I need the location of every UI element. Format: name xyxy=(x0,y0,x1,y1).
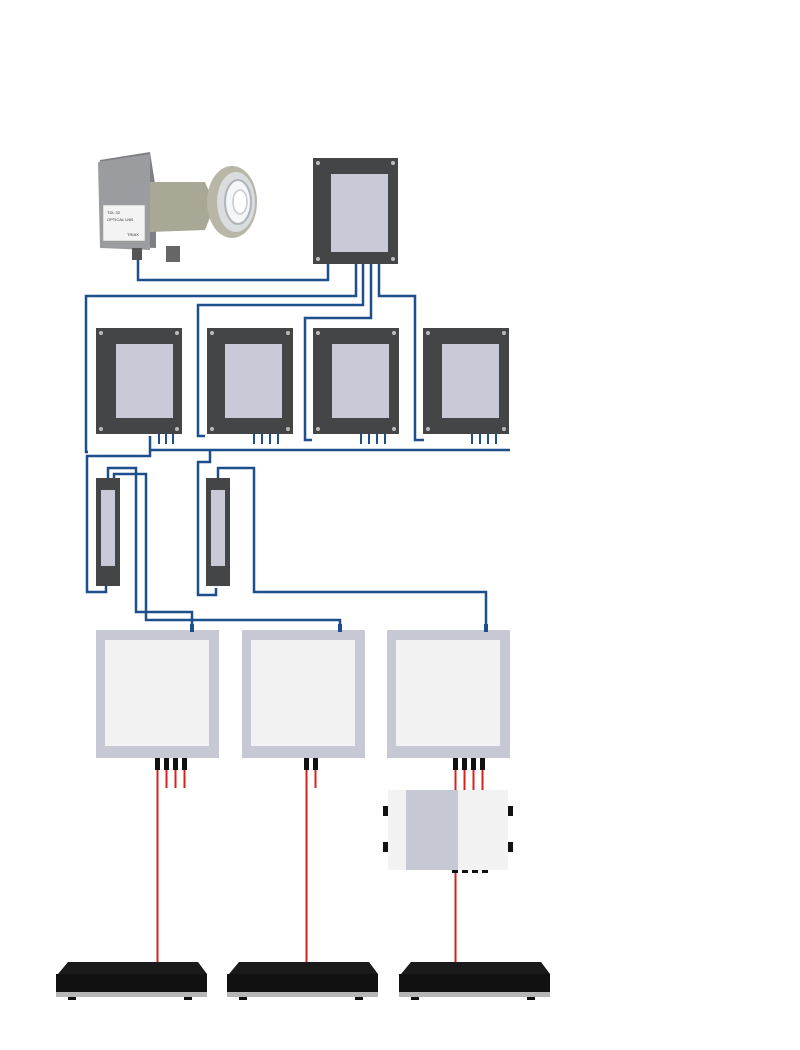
optical-receiver-1 xyxy=(96,624,219,758)
sub-splitter-1 xyxy=(96,328,182,444)
lnb-label-brand: TRIAX xyxy=(127,232,139,237)
fiber-splitter-icon xyxy=(383,790,513,873)
amp1-top xyxy=(106,466,194,624)
set-top-box-1 xyxy=(56,962,207,1000)
lnb-label-type: OPTICAL LNB xyxy=(107,217,133,222)
sub-splitter-2 xyxy=(207,328,293,444)
inline-amplifier-2 xyxy=(206,478,230,586)
fiber-outputs xyxy=(155,758,485,962)
splitter-branch-1 xyxy=(84,262,358,454)
coax-cables xyxy=(84,260,510,628)
sub-splitter-4 xyxy=(423,328,509,444)
splitter-box-icon xyxy=(313,158,398,264)
sub-splitter-3 xyxy=(313,328,399,444)
set-top-box-3 xyxy=(399,962,550,1000)
set-top-box-2 xyxy=(227,962,378,1000)
splitter-branch-2 xyxy=(196,262,365,438)
lnb-label-model: TDL 32 xyxy=(107,210,121,215)
sub-to-amp-1 xyxy=(85,436,152,594)
amp2-top xyxy=(216,466,488,626)
satellite-lnb-icon: TDL 32 OPTICAL LNB TRIAX xyxy=(98,152,257,262)
splitter-branch-3 xyxy=(303,262,373,442)
inline-amplifier-1 xyxy=(96,478,120,586)
splitter-branch-4 xyxy=(377,262,424,442)
sub-to-amp-2 xyxy=(196,450,218,597)
amp1-top2 xyxy=(112,472,342,628)
lnb-to-splitter-cable xyxy=(136,260,330,282)
optical-receiver-3 xyxy=(387,624,510,758)
optical-receiver-2 xyxy=(242,624,365,758)
